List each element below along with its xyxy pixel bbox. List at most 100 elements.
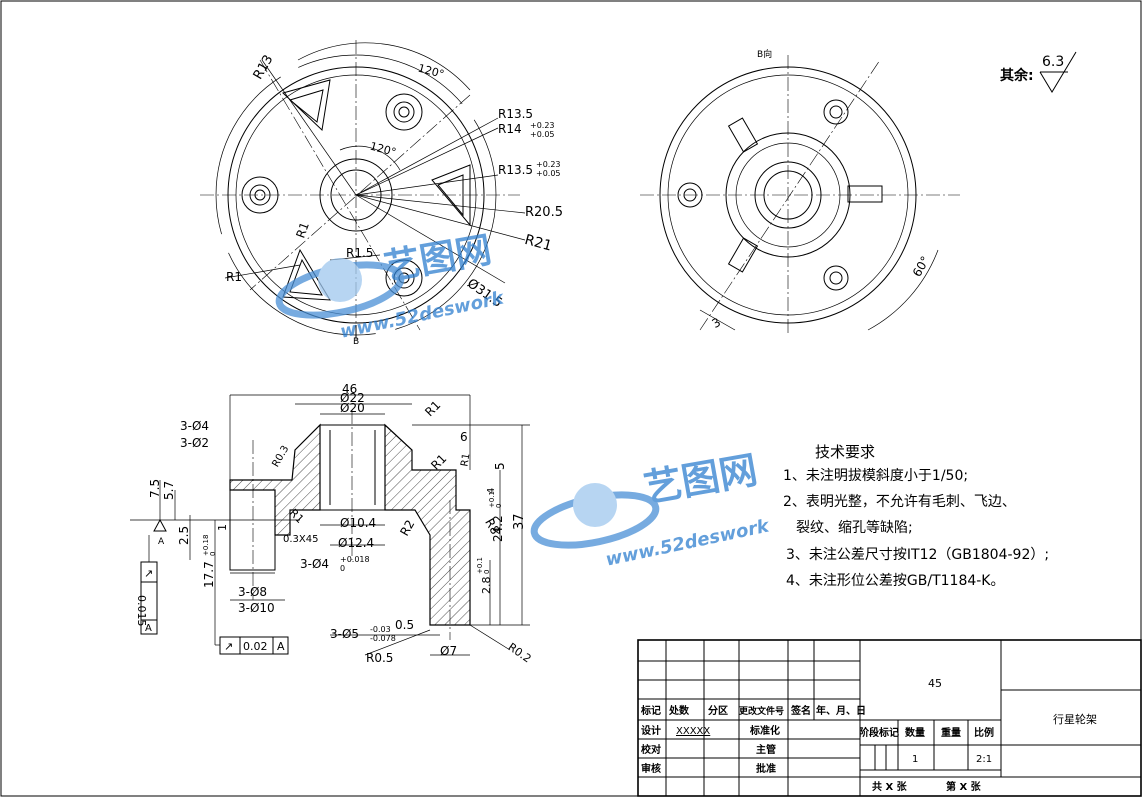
dim-r13-5b-tol-up: +0.23 — [536, 160, 561, 169]
hdr-count: 处数 — [668, 704, 690, 717]
dim-2-8: 2.8 — [480, 577, 493, 595]
dim-r0-2: R0.2 — [506, 640, 534, 665]
dim-angle-outer: 120° — [417, 62, 446, 81]
roughness-value: 6.3 — [1042, 54, 1064, 70]
dim-3-d2: 3-Ø2 — [180, 436, 209, 450]
dim-r21: R21 — [523, 232, 554, 255]
b-direction-view: B向 60° 3 — [640, 48, 960, 335]
runout-vertical-value: 0.015 — [135, 595, 148, 627]
dim-3-d8: 3-Ø8 — [238, 585, 267, 599]
dim-r1-small: R1 — [459, 452, 472, 467]
dim-3-d4-tol-dn: 0 — [340, 564, 345, 573]
dim-d12-4: Ø12.4 — [338, 536, 374, 550]
runout-horizontal-datum: A — [277, 640, 285, 653]
runout-vertical-symbol: ↗ — [144, 567, 153, 580]
dim-d7: Ø7 — [440, 644, 457, 658]
tech-item-2b: 裂纹、缩孔等缺陷; — [796, 519, 913, 536]
dim-r0-3: R0.3 — [270, 444, 291, 469]
watermark-url-2: www.52deswork — [604, 515, 772, 570]
watermark-2: 艺图网 www.52deswork — [530, 448, 772, 571]
dim-60-deg: 60° — [910, 254, 933, 279]
dim-4: 4 — [486, 488, 497, 494]
tech-item-4: 4、未注形位公差按GB/T1184-K。 — [786, 573, 1005, 589]
quantity-value: 1 — [912, 754, 918, 765]
lbl-quantity: 数量 — [905, 726, 925, 739]
dim-6: 6 — [460, 430, 468, 444]
dim-2-8-up: +0.1 — [476, 557, 484, 574]
dim-24-2: 24.2 — [491, 515, 505, 542]
dim-5-7: 5.7 — [162, 481, 176, 500]
dim-chamfer: 0.3X45 — [283, 534, 318, 545]
dim-3-d4-tol-up: +0.018 — [340, 555, 370, 564]
dim-r14-tol-up: +0.23 — [530, 121, 555, 130]
lbl-standardize: 标准化 — [749, 724, 780, 737]
b-marker: B — [353, 337, 359, 347]
top-view: R13 120° 120° R13.5 R14 +0.23 +0.05 R13.… — [200, 40, 563, 347]
dim-r8: R8 — [482, 516, 502, 537]
lbl-review: 审核 — [641, 762, 661, 775]
watermark-brand-2: 艺图网 — [641, 448, 761, 511]
roughness-label: 其余: — [1000, 67, 1034, 84]
dim-r0-5: R0.5 — [366, 651, 393, 665]
technical-requirements: 技术要求 1、未注明拔模斜度小于1/50; 2、表明光整，不允许有毛刺、飞边、 … — [783, 443, 1049, 589]
dim-3: 3 — [710, 315, 724, 331]
sheet-number: 第 X 张 — [946, 780, 982, 793]
hdr-sign: 签名 — [790, 704, 811, 717]
lbl-weight: 重量 — [941, 726, 961, 739]
dim-r1-top: R1 — [422, 398, 443, 419]
dim-46: 46 — [342, 382, 357, 396]
lbl-check: 校对 — [641, 743, 661, 756]
dim-1: 1 — [216, 524, 229, 531]
dim-17-7-up: +0.18 — [202, 535, 210, 556]
tech-title: 技术要求 — [815, 443, 875, 461]
dim-r13-5: R13.5 — [498, 107, 533, 121]
dim-3-d5-dn: -0.078 — [370, 634, 396, 643]
roughness-note: 其余: 6.3 — [1000, 51, 1077, 93]
hdr-mark: 标记 — [640, 704, 661, 717]
total-sheets: 共 X 张 — [872, 780, 908, 793]
dim-3-d10: 3-Ø10 — [238, 601, 275, 615]
runout-frame-horizontal: ↗ 0.02 A — [214, 625, 289, 655]
tech-item-2: 2、表明光整，不允许有毛刺、飞边、 — [783, 494, 1016, 510]
dim-d20: Ø20 — [340, 401, 365, 415]
dim-r13: R13 — [251, 53, 277, 83]
datum-a-top: A — [158, 537, 165, 547]
dim-d10-4: Ø10.4 — [340, 516, 376, 530]
dim-2-8-dn: 0 — [483, 570, 491, 574]
material: 45 — [928, 677, 942, 690]
dim-24-2-dn: 0 — [495, 504, 503, 508]
dim-24-2-up: +0.1 — [488, 491, 496, 508]
runout-frame-vertical: ↗ 0.015 A — [135, 535, 158, 635]
section-view: 46 Ø22 Ø20 R1 3-Ø4 3-Ø2 R0.3 R1 R1 6 5 4… — [130, 382, 534, 665]
hdr-zone: 分区 — [708, 704, 728, 717]
dim-0-5: 0.5 — [395, 618, 414, 632]
dim-r1-lower: R1 — [293, 220, 312, 240]
runout-vertical-datum: A — [145, 623, 152, 634]
tech-item-1: 1、未注明拔模斜度小于1/50; — [783, 468, 968, 484]
dim-3-d5-up: -0.03 — [370, 625, 391, 634]
dim-r13-5b-tol-dn: +0.05 — [536, 169, 561, 178]
designer-name: XXXXX — [676, 726, 710, 737]
dim-r20-5: R20.5 — [525, 205, 563, 220]
tech-item-3: 3、未注公差尺寸按IT12（GB1804-92）; — [786, 547, 1049, 563]
dim-d22: Ø22 — [340, 391, 365, 405]
dim-r14-tol-dn: +0.05 — [530, 130, 555, 139]
dim-angle-inner: 120° — [369, 140, 398, 159]
lbl-design: 设计 — [641, 724, 661, 737]
lbl-stage-mark: 阶段标记 — [859, 726, 899, 739]
b-direction-label: B向 — [757, 48, 772, 60]
dim-r14: R14 — [498, 122, 522, 136]
dim-3-d5: 3-Ø5 — [330, 627, 359, 641]
part-name: 行星轮架 — [1053, 712, 1097, 726]
runout-horizontal-symbol: ↗ — [224, 640, 233, 653]
runout-horizontal-value: 0.02 — [243, 640, 268, 653]
dim-7-5: 7.5 — [148, 479, 162, 498]
dim-17-7-dn: 0 — [209, 552, 217, 556]
lbl-supervisor: 主管 — [756, 743, 776, 756]
lbl-scale: 比例 — [974, 726, 994, 739]
dim-37: 37 — [512, 513, 527, 530]
dim-5: 5 — [493, 462, 507, 470]
dim-r1-5: R1.5 — [346, 246, 373, 260]
